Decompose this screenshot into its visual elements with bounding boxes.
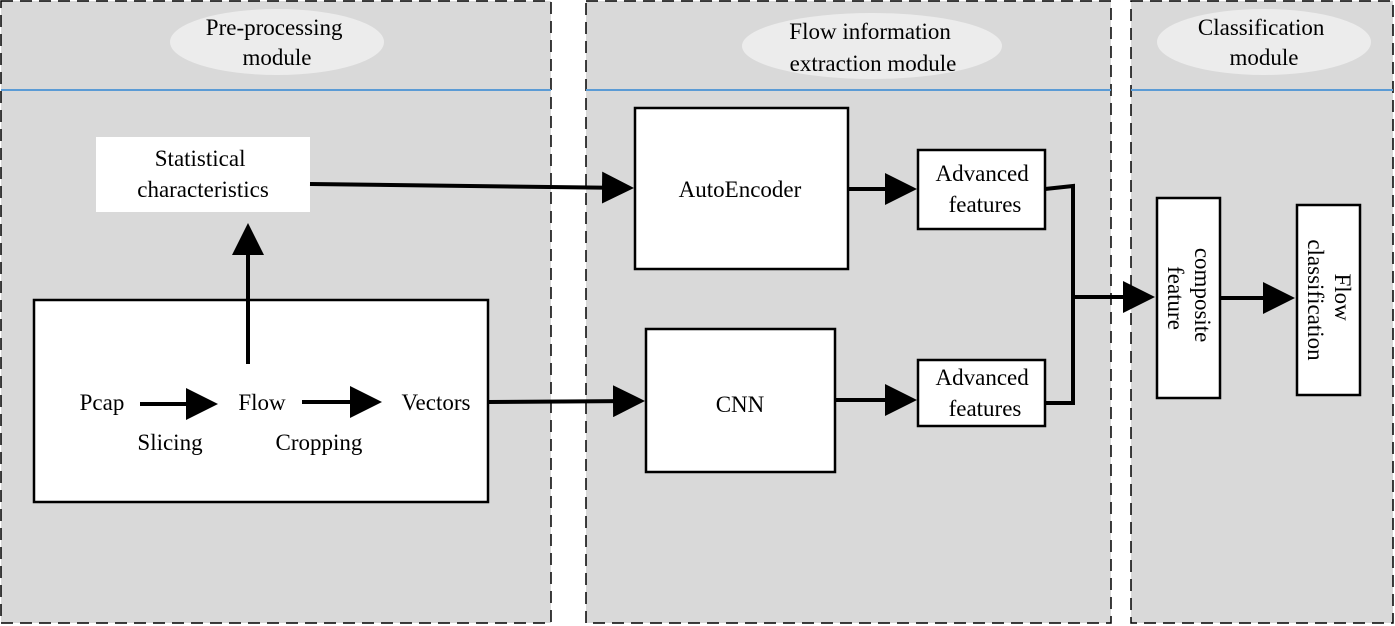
flow-extraction-title-ellipse	[742, 13, 1002, 79]
preprocessing-title-line2: module	[243, 45, 312, 70]
arrow-statistical-to-autoencoder	[309, 171, 634, 204]
svg-text:composite feature: composite feature	[1163, 248, 1215, 348]
statistical-line1: Statistical	[155, 146, 246, 171]
advanced-bottom-line1: Advanced	[936, 365, 1030, 390]
classification-title-line2: module	[1230, 45, 1299, 70]
composite-feature-node: composite feature	[1155, 196, 1222, 400]
slicing-label: Slicing	[137, 430, 203, 455]
composite-line1: composite	[1190, 248, 1215, 343]
svg-text:Advanced features: Advanced features	[936, 365, 1035, 421]
autoencoder-node: AutoEncoder	[633, 106, 850, 271]
flow-classification-node: Flow classification	[1295, 203, 1362, 397]
flow-classification-line2: classification	[1303, 239, 1328, 361]
statistical-characteristics-node: Statistical characteristics	[96, 137, 310, 212]
preprocessing-title: Pre-processing module	[206, 15, 348, 70]
merge-line-bottom	[1045, 298, 1075, 405]
statistical-line2: characteristics	[137, 177, 269, 202]
flow-extraction-title: Flow information extraction module	[789, 19, 956, 76]
svg-text:Flow classification: Flow classification	[1303, 239, 1355, 361]
advanced-top-line1: Advanced	[936, 161, 1030, 186]
flow-classification-line1: Flow	[1330, 273, 1355, 321]
advanced-features-bottom-node: Advanced features	[916, 358, 1047, 428]
preprocessing-title-line1: Pre-processing	[206, 15, 343, 40]
flow-extraction-title-line2: extraction module	[790, 51, 957, 76]
advanced-features-top-node: Advanced features	[916, 148, 1047, 231]
svg-text:Statistical characterist: Statistical characteristics	[137, 146, 269, 202]
cnn-label: CNN	[716, 392, 765, 417]
composite-line2: feature	[1163, 266, 1188, 330]
cropping-label: Cropping	[276, 430, 363, 455]
classification-title-ellipse	[1157, 9, 1371, 75]
vectors-label: Vectors	[402, 390, 471, 415]
pipeline-box: Pcap Slicing Flow Cropping Vectors	[32, 298, 490, 504]
advanced-bottom-line2: features	[949, 396, 1022, 421]
merge-line-top	[1044, 183, 1075, 298]
cnn-node: CNN	[644, 327, 837, 474]
svg-text:Advanced features: Advanced features	[936, 161, 1035, 217]
autoencoder-label: AutoEncoder	[679, 177, 802, 202]
flow-extraction-module-panel: Flow information extraction module	[585, 0, 1112, 624]
advanced-top-line2: features	[949, 192, 1022, 217]
flow-label: Flow	[238, 390, 286, 415]
flow-extraction-title-line1: Flow information	[789, 19, 951, 44]
pcap-label: Pcap	[80, 390, 125, 415]
arrow-vectors-to-cnn	[487, 385, 645, 418]
classification-title-line1: Classification	[1198, 15, 1325, 40]
preprocessing-title-ellipse	[170, 9, 384, 75]
classification-title: Classification module	[1198, 15, 1330, 70]
